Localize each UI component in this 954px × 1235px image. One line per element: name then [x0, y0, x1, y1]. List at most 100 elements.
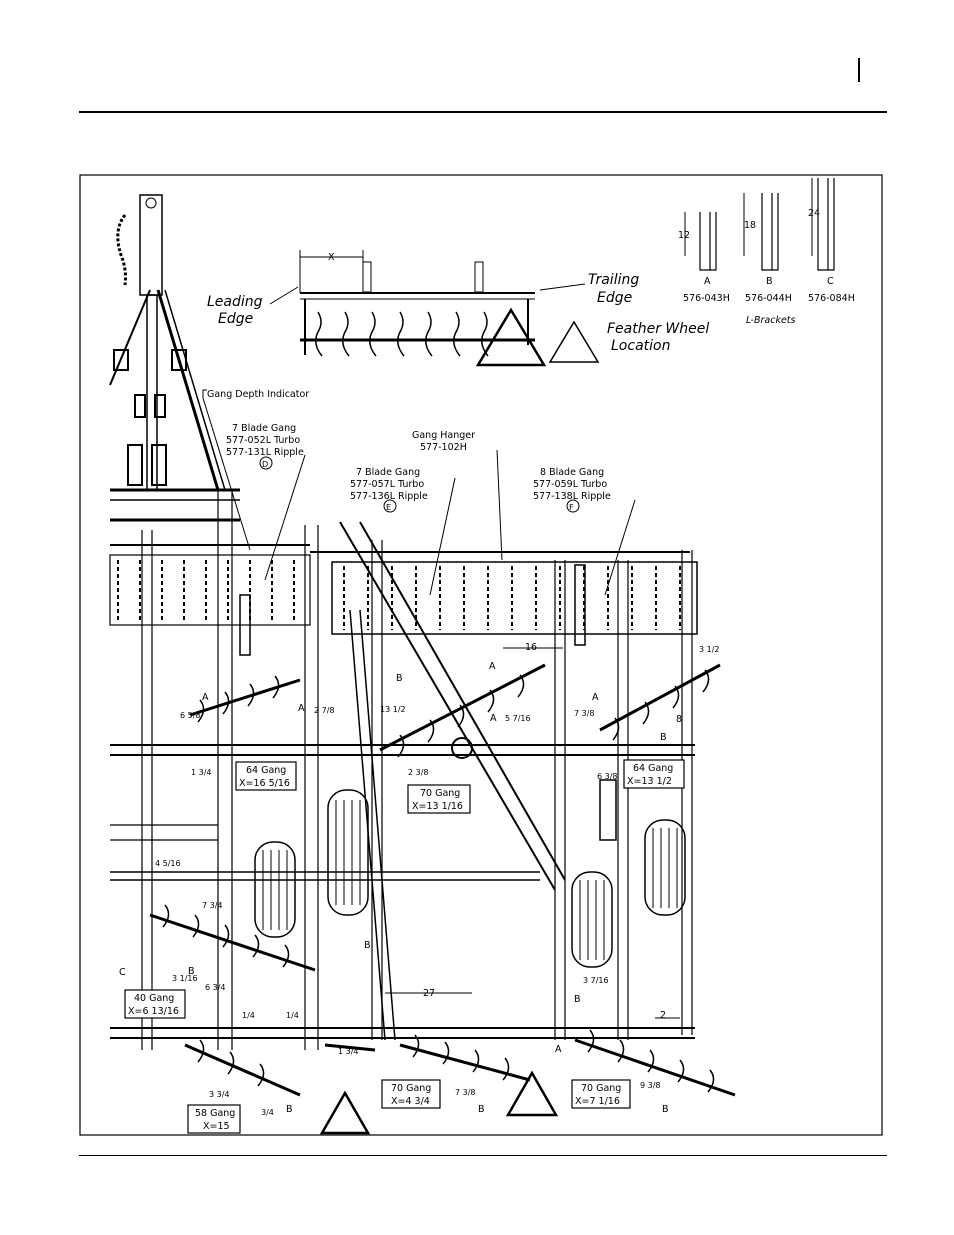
- bracket-b-part: 576-044H: [745, 293, 792, 304]
- gang-hanger-line-2: 577-102H: [420, 442, 467, 453]
- dim-1-3-4: 1 3/4: [191, 768, 212, 777]
- gang-box-70a: [407, 784, 471, 814]
- trailing-edge-label-1: Trailing: [588, 272, 639, 288]
- gang-box-70b-l1: 70 Gang: [391, 1083, 431, 1094]
- dim-9-3-8: 9 3/8: [640, 1081, 661, 1090]
- footer-rule: [79, 1155, 887, 1156]
- gang-box-40: [124, 989, 186, 1019]
- gang-box-64a: [235, 761, 297, 791]
- l-brackets-drawing: [684, 178, 835, 271]
- dim-6-3-4: 6 3/4: [205, 983, 226, 992]
- dim-6-3-8: 6 3/8: [597, 772, 618, 781]
- bracket-a-dim: 12: [678, 230, 690, 241]
- dim-2-7-8: 2 7/8: [314, 706, 335, 715]
- gang-d-line-2: 577-052L Turbo: [226, 435, 300, 446]
- dim-1-4-a: 1/4: [242, 1011, 255, 1020]
- gang-box-40-l2: X=6 13/16: [128, 1006, 179, 1017]
- marker-b-3: B: [364, 940, 371, 951]
- gang-f-line-3: 577-138L Ripple: [533, 491, 611, 502]
- hitch-drawing: [109, 194, 226, 491]
- dim-27: 27: [423, 988, 435, 999]
- bracket-a-part: 576-043H: [683, 293, 730, 304]
- l-brackets-caption: L-Brackets: [746, 315, 796, 326]
- dim-8: 8: [676, 714, 682, 725]
- dim-x-label: X: [328, 252, 335, 263]
- gang-box-70a-l2: X=13 1/16: [412, 801, 463, 812]
- callout-leaders: [202, 389, 636, 596]
- top-gang-detail: [269, 250, 600, 367]
- marker-b-5: B: [286, 1104, 293, 1115]
- gang-box-58-l2: X=15: [203, 1121, 230, 1132]
- gang-e-line-2: 577-057L Turbo: [350, 479, 424, 490]
- gang-box-70c-l2: X=7 1/16: [575, 1096, 620, 1107]
- gang-d-line-3: 577-131L Ripple: [226, 447, 304, 458]
- gang-f-letter: F: [569, 503, 574, 512]
- gang-box-70b-l2: X=4 3/4: [391, 1096, 430, 1107]
- marker-a-6: A: [555, 1044, 562, 1055]
- gang-box-64b-l1: 64 Gang: [633, 763, 673, 774]
- dim-7-3-4: 7 3/4: [202, 901, 223, 910]
- main-frame-drawing: [109, 488, 736, 1135]
- trailing-edge-label-2: Edge: [597, 290, 632, 306]
- gang-e-letter: E: [386, 503, 391, 512]
- marker-a-5: A: [489, 661, 496, 672]
- marker-a-2: A: [298, 703, 305, 714]
- gang-hanger-line-1: Gang Hanger: [412, 430, 475, 441]
- dim-7-3-8-b: 7 3/8: [455, 1088, 476, 1097]
- marker-a-1: A: [202, 692, 209, 703]
- marker-b-2: B: [660, 732, 667, 743]
- dim-1-3-4-b: 1 3/4: [338, 1047, 359, 1056]
- marker-b-6: B: [478, 1104, 485, 1115]
- gang-box-64a-l1: 64 Gang: [246, 765, 286, 776]
- dimension-lines: [385, 647, 680, 1019]
- gang-box-40-l1: 40 Gang: [134, 993, 174, 1004]
- marker-b-8: B: [574, 994, 581, 1005]
- leading-edge-label-1: Leading: [207, 294, 263, 310]
- bracket-c-letter: C: [827, 276, 834, 287]
- gang-f-line-1: 8 Blade Gang: [540, 467, 604, 478]
- bracket-b-letter: B: [766, 276, 773, 287]
- gang-e-circle: [383, 499, 397, 513]
- feather-wheel-label-2: Location: [611, 338, 670, 354]
- gang-e-line-1: 7 Blade Gang: [356, 467, 420, 478]
- dim-2-3-8: 2 3/8: [408, 768, 429, 777]
- gang-d-letter: D: [262, 460, 268, 469]
- dim-7-3-8: 7 3/8: [574, 709, 595, 718]
- page-marker: [858, 58, 860, 82]
- dim-3-1-2: 3 1/2: [699, 645, 720, 654]
- gang-box-64b: [623, 759, 685, 789]
- gang-box-58: [187, 1104, 241, 1134]
- bracket-c-part: 576-084H: [808, 293, 855, 304]
- marker-a-4: A: [592, 692, 599, 703]
- dim-1-4-b: 1/4: [286, 1011, 299, 1020]
- gang-box-70a-l1: 70 Gang: [420, 788, 460, 799]
- diagram-frame: [79, 174, 883, 1136]
- gang-d-line-1: 7 Blade Gang: [232, 423, 296, 434]
- gang-box-64a-l2: X=16 5/16: [239, 778, 290, 789]
- marker-a-3: A: [490, 713, 497, 724]
- dim-3-3-4: 3 3/4: [209, 1090, 230, 1099]
- header-rule: [79, 111, 887, 113]
- marker-b-7: B: [662, 1104, 669, 1115]
- dim-5-7-16: 5 7/16: [505, 714, 531, 723]
- gang-box-70c: [571, 1079, 631, 1109]
- dim-2: 2: [660, 1010, 666, 1021]
- marker-b-4: B: [188, 966, 195, 977]
- gang-box-70b: [381, 1079, 441, 1109]
- bracket-c-dim: 24: [808, 208, 820, 219]
- gang-box-70c-l1: 70 Gang: [581, 1083, 621, 1094]
- dim-3-7-16: 3 7/16: [583, 976, 609, 985]
- bracket-b-dim: 18: [744, 220, 756, 231]
- gang-box-64b-l2: X=13 1/2: [627, 776, 672, 787]
- dim-16: 16: [525, 642, 537, 653]
- dim-6-5-8: 6 5/8: [180, 711, 201, 720]
- dim-4-5-16: 4 5/16: [155, 859, 181, 868]
- gang-e-line-3: 577-136L Ripple: [350, 491, 428, 502]
- bracket-a-letter: A: [704, 276, 711, 287]
- gang-f-line-2: 577-059L Turbo: [533, 479, 607, 490]
- marker-b-1: B: [396, 673, 403, 684]
- gang-box-58-l1: 58 Gang: [195, 1108, 235, 1119]
- marker-c-1: C: [119, 967, 126, 978]
- feather-wheel-label-1: Feather Wheel: [607, 321, 709, 337]
